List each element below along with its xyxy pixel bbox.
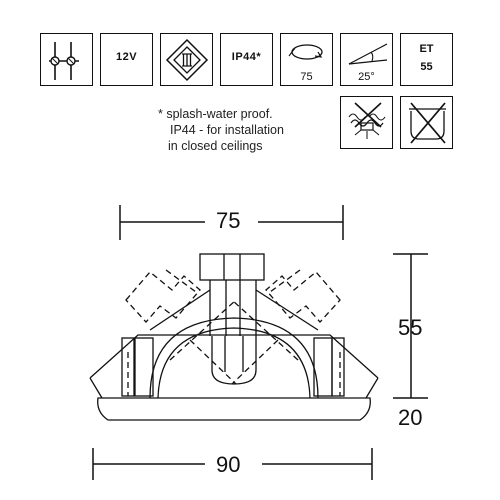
protection-class-symbol	[160, 33, 213, 86]
et-value: 55	[420, 61, 433, 73]
et-label: ET	[419, 43, 434, 55]
no-cover-symbol	[400, 96, 453, 149]
height-label: 55	[398, 315, 423, 340]
flange-height-label: 20	[398, 405, 423, 430]
note-line-2: IP44 - for installation	[170, 123, 284, 137]
voltage-label: 12V	[115, 51, 138, 63]
top-width-dimension	[119, 205, 344, 240]
no-insulation-cover-symbol	[340, 96, 393, 149]
terminal-block-icon	[49, 42, 79, 80]
no-thermal-insulation-icon	[348, 102, 386, 139]
ip-rating-symbol: IP44*	[220, 33, 273, 86]
protection-class-iii-icon	[165, 38, 209, 82]
note-line-1: * splash-water proof.	[158, 107, 273, 121]
luminaire-body	[89, 253, 379, 421]
height-dimension	[393, 253, 428, 399]
no-covering-icon	[409, 102, 446, 144]
top-width-label: 75	[216, 208, 241, 233]
beam-angle-value: 25°	[358, 71, 375, 83]
beam-angle-symbol: 25°	[340, 33, 393, 86]
bottom-width-dimension	[92, 448, 373, 480]
et-symbol: ET 55	[400, 33, 453, 86]
installation-note: * splash-water proof. IP44 - for install…	[158, 106, 284, 154]
bottom-width-label: 90	[216, 452, 241, 477]
beam-angle-icon	[348, 43, 388, 65]
terminal-block-symbol	[40, 33, 93, 86]
rotation-symbol: 75	[280, 33, 333, 86]
spring-clip-outlines	[125, 269, 341, 396]
note-line-3: in closed ceilings	[168, 139, 263, 153]
rotation-arrow-icon	[288, 44, 323, 60]
voltage-symbol: 12V	[100, 33, 153, 86]
ip-rating-label: IP44*	[231, 51, 262, 63]
rotation-value: 75	[300, 71, 313, 83]
